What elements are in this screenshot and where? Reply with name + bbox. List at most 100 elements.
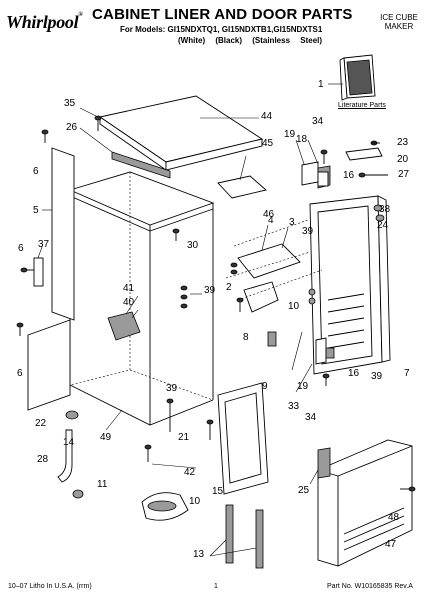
callout-14: 14 — [63, 437, 75, 448]
callout-1: 1 — [318, 79, 324, 90]
screw-2-icon — [230, 262, 244, 312]
screw-34-bottom-icon — [322, 373, 330, 386]
callout-39-d: 39 — [166, 383, 178, 394]
callout-39-b: 39 — [302, 226, 314, 237]
screw-35-icon — [94, 115, 102, 131]
callout-28: 28 — [37, 454, 49, 465]
product-type-line2: MAKER — [384, 22, 414, 31]
screw-42-icon — [144, 419, 214, 462]
callout-13: 13 — [193, 549, 205, 560]
callout-9: 9 — [262, 381, 268, 392]
screw-6c-icon — [16, 322, 24, 336]
door-stop-icon — [243, 281, 279, 313]
callout-45: 45 — [262, 138, 274, 149]
callout-34-b: 34 — [305, 412, 317, 423]
door-strip-icon — [225, 504, 264, 569]
brand-name: Whirlpool — [6, 12, 79, 32]
literature-booklet-icon — [339, 54, 376, 101]
plug-11-icon — [72, 489, 84, 499]
footer-litho: 10–07 Litho In U.S.A. (rrm) — [8, 583, 92, 590]
door-gasket-icon — [217, 382, 269, 495]
callout-27: 27 — [398, 169, 410, 180]
callout-37: 37 — [38, 239, 50, 250]
callout-16-b: 16 — [348, 368, 360, 379]
handle-trim-icon — [345, 147, 383, 161]
model-list: For Models: GI15NDXTQ1, GI15NDXTB1,GI15N… — [120, 25, 323, 34]
screw-30-icon — [172, 228, 180, 241]
callout-23: 23 — [397, 137, 409, 148]
callout-19-b: 19 — [297, 381, 309, 392]
bumper-10-icon — [308, 288, 316, 305]
callout-24: 24 — [377, 220, 389, 231]
callout-11: 11 — [97, 479, 108, 490]
callout-35: 35 — [64, 98, 76, 109]
registered-mark-icon: ® — [78, 12, 83, 18]
callout-6-b: 6 — [18, 243, 24, 254]
callout-2: 2 — [226, 282, 232, 293]
screw-23-icon — [370, 140, 380, 146]
screw-48-icon — [400, 486, 416, 492]
callout-18: 18 — [296, 134, 308, 145]
callout-44: 44 — [261, 111, 273, 122]
bottom-hinge-icon — [315, 337, 335, 365]
back-cover-icon — [317, 439, 413, 567]
product-type-line1: ICE CUBE — [380, 13, 418, 22]
callout-39-c: 39 — [371, 371, 383, 382]
door-hinge-bracket-icon — [237, 243, 301, 279]
callout-49: 49 — [100, 432, 112, 443]
washer-38-icon — [373, 204, 385, 222]
callout-25: 25 — [298, 485, 310, 496]
hinge-cap-16-icon — [317, 171, 329, 187]
callout-8: 8 — [243, 332, 249, 343]
callout-3: 3 — [289, 217, 295, 228]
color-variants: (White) (Black) (Stainless Steel) — [178, 36, 323, 45]
callout-38: 38 — [379, 204, 391, 215]
drain-pan-icon — [141, 492, 189, 521]
bracket-25-icon — [317, 447, 331, 479]
callout-40: 40 — [123, 297, 135, 308]
callout-26: 26 — [66, 122, 78, 133]
literature-parts-label: Literature Parts — [338, 102, 386, 109]
callout-19-a: 19 — [284, 129, 296, 140]
page-title: CABINET LINER AND DOOR PARTS — [92, 6, 353, 23]
bracket-37-icon — [33, 257, 44, 287]
drain-tube-icon — [57, 429, 73, 483]
footer-part-number: Part No. W10165835 Rev.A — [327, 583, 413, 590]
cabinet-liner-icon — [68, 171, 215, 426]
callout-47: 47 — [385, 539, 397, 550]
trim-strip-icon — [79, 127, 171, 179]
side-panel-icon — [42, 147, 75, 321]
callout-6-a: 6 — [33, 166, 39, 177]
screw-34-top-icon — [320, 149, 328, 164]
callout-39-a: 39 — [204, 285, 216, 296]
screw-6b-icon — [20, 267, 34, 273]
callout-7: 7 — [404, 368, 410, 379]
callout-42: 42 — [184, 467, 196, 478]
rear-panel-icon — [27, 319, 71, 411]
latch-9-icon — [267, 331, 277, 347]
bolt-27-icon — [358, 172, 388, 178]
cabinet-door-icon — [309, 195, 391, 375]
footer-page-number: 1 — [214, 583, 218, 590]
insulation-sheet-icon — [217, 175, 267, 199]
callout-48: 48 — [388, 512, 400, 523]
callout-41: 41 — [123, 283, 135, 294]
callout-30: 30 — [187, 240, 199, 251]
product-type: ICE CUBE MAKER — [372, 13, 426, 31]
shelf-bracket-icon — [107, 311, 141, 341]
callout-10-b: 10 — [189, 496, 201, 507]
callout-4: 4 — [268, 215, 274, 226]
screw-cluster-39-icon — [180, 285, 188, 309]
callout-46: 46 — [263, 209, 275, 220]
nut-14-icon — [65, 410, 79, 420]
callout-34-a: 34 — [312, 116, 324, 127]
callout-6-c: 6 — [17, 368, 23, 379]
callout-22: 22 — [35, 418, 47, 429]
brand-logo: Whirlpool® — [6, 12, 83, 33]
callout-16-a: 16 — [343, 170, 355, 181]
screw-6a-icon — [41, 129, 49, 143]
callout-21: 21 — [178, 432, 190, 443]
top-panel-icon — [98, 95, 264, 171]
callout-10-a: 10 — [288, 301, 300, 312]
